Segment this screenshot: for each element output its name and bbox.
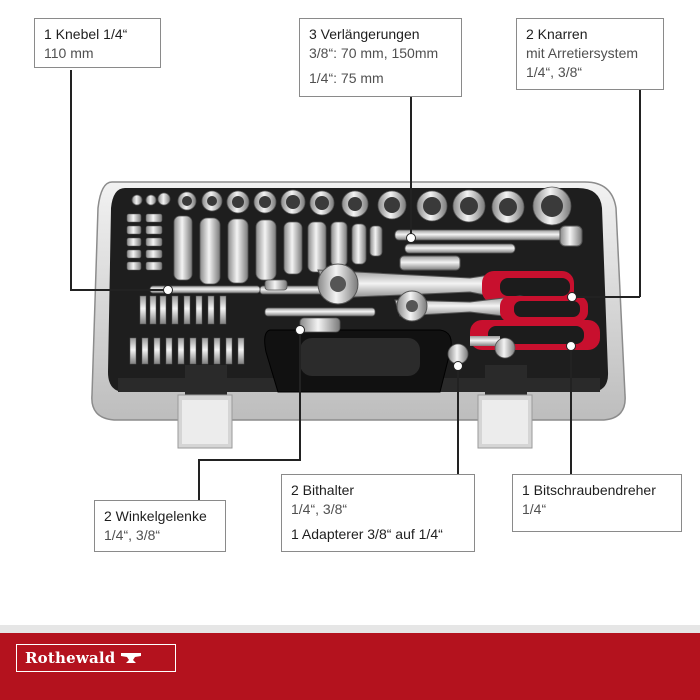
callout-winkelgelenke: 2 Winkelgelenke 1/4“, 3/8“ [94, 500, 226, 552]
leader-bit-v [457, 366, 459, 474]
socket-row-top [131, 186, 572, 226]
callout-bit-sub2: 1 Adapterer 3/8“ auf 1/4“ [291, 526, 443, 542]
callout-verl-sub1: 3/8“: 70 mm, 150mm [309, 45, 439, 61]
leader-winkel-h [198, 459, 300, 461]
latch-right [477, 365, 533, 449]
leader-knarren-h [572, 296, 640, 298]
leader-winkel-dot [295, 325, 305, 335]
callout-bit-title: 2 Bithalter [291, 482, 355, 498]
ratchet-large [317, 263, 574, 305]
leader-knebel-h [70, 289, 168, 291]
leader-knarren-dot [567, 292, 577, 302]
brand-logo-text: Rothewald [25, 649, 116, 667]
callout-verl-title: 3 Verlängerungen [309, 26, 420, 42]
leader-knebel-v [70, 70, 72, 290]
callout-knebel-title: 1 Knebel 1/4“ [44, 26, 128, 42]
brand-logo: Rothewald [16, 644, 176, 672]
leader-verl-v [410, 96, 412, 238]
callout-knarren-sub1: mit Arretiersystem [526, 45, 639, 61]
leader-schrauben-v [570, 346, 572, 474]
callout-bitschraubendreher: 1 Bitschraubendreher 1/4“ [512, 474, 682, 532]
callout-winkel-title: 2 Winkelgelenke [104, 508, 207, 524]
ratchet-small [394, 290, 588, 322]
bit-screwdriver [470, 320, 600, 350]
latch-left [177, 365, 233, 449]
leader-winkel-v2 [299, 330, 301, 461]
callout-knebel: 1 Knebel 1/4“ 110 mm [34, 18, 161, 68]
callout-knarren-title: 2 Knarren [526, 26, 588, 42]
callout-knarren-sub2: 1/4“, 3/8“ [526, 64, 583, 80]
deep-sockets [173, 215, 383, 285]
leader-knebel-dot [163, 285, 173, 295]
leader-bit-dot [453, 361, 463, 371]
bits [129, 295, 245, 365]
callout-winkel-sub: 1/4“, 3/8“ [104, 527, 161, 543]
leader-knarren-v [639, 90, 641, 297]
callout-schrauben-sub: 1/4“ [522, 501, 547, 517]
callout-knebel-sub: 110 mm [44, 45, 94, 61]
leader-schrauben-dot [566, 341, 576, 351]
footer-strip [0, 625, 700, 633]
callout-verlaengerungen: 3 Verlängerungen 3/8“: 70 mm, 150mm 1/4“… [299, 18, 462, 97]
callout-bithalter: 2 Bithalter 1/4“, 3/8“ 1 Adapterer 3/8“ … [281, 474, 475, 552]
callout-verl-sub2: 1/4“: 75 mm [309, 70, 384, 86]
callout-schrauben-title: 1 Bitschraubendreher [522, 482, 656, 498]
callout-bit-sub1: 1/4“, 3/8“ [291, 501, 348, 517]
anvil-icon [121, 653, 142, 663]
leader-verl-dot [406, 233, 416, 243]
callout-knarren: 2 Knarren mit Arretiersystem 1/4“, 3/8“ [516, 18, 664, 90]
leader-winkel-v1 [198, 459, 200, 500]
